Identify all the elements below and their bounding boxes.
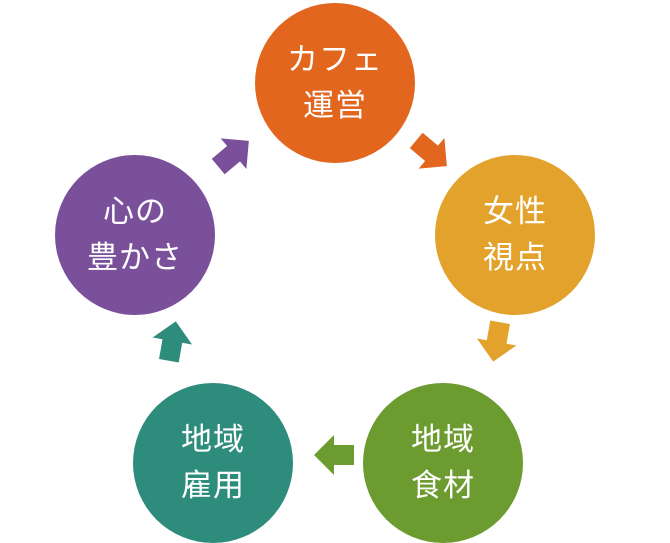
- node-label-line2: 雇用: [181, 468, 245, 504]
- arrow-mind-to-cafe: [211, 138, 249, 175]
- node-label-line2: 食材: [411, 468, 475, 504]
- node-label-line2: 視点: [483, 240, 547, 276]
- node-label-line1: 地域: [411, 422, 475, 458]
- node-mind: 心の 豊かさ: [55, 155, 215, 315]
- node-jobs: 地域 雇用: [133, 383, 293, 543]
- node-label-line1: カフェ: [287, 42, 383, 78]
- node-label-line2: 豊かさ: [87, 240, 183, 276]
- arrow-food-to-jobs: [314, 435, 354, 475]
- node-food: 地域 食材: [363, 383, 523, 543]
- arrow-women-to-food: [476, 320, 517, 362]
- node-label-line1: 女性: [483, 194, 547, 230]
- node-label-line2: 運営: [303, 88, 367, 124]
- arrow-cafe-to-women: [409, 132, 447, 169]
- node-label-line1: 地域: [181, 422, 245, 458]
- arrow-jobs-to-mind: [152, 321, 193, 363]
- node-women: 女性 視点: [435, 155, 595, 315]
- node-cafe: カフェ 運営: [255, 3, 415, 163]
- node-label-line1: 心の: [103, 194, 167, 230]
